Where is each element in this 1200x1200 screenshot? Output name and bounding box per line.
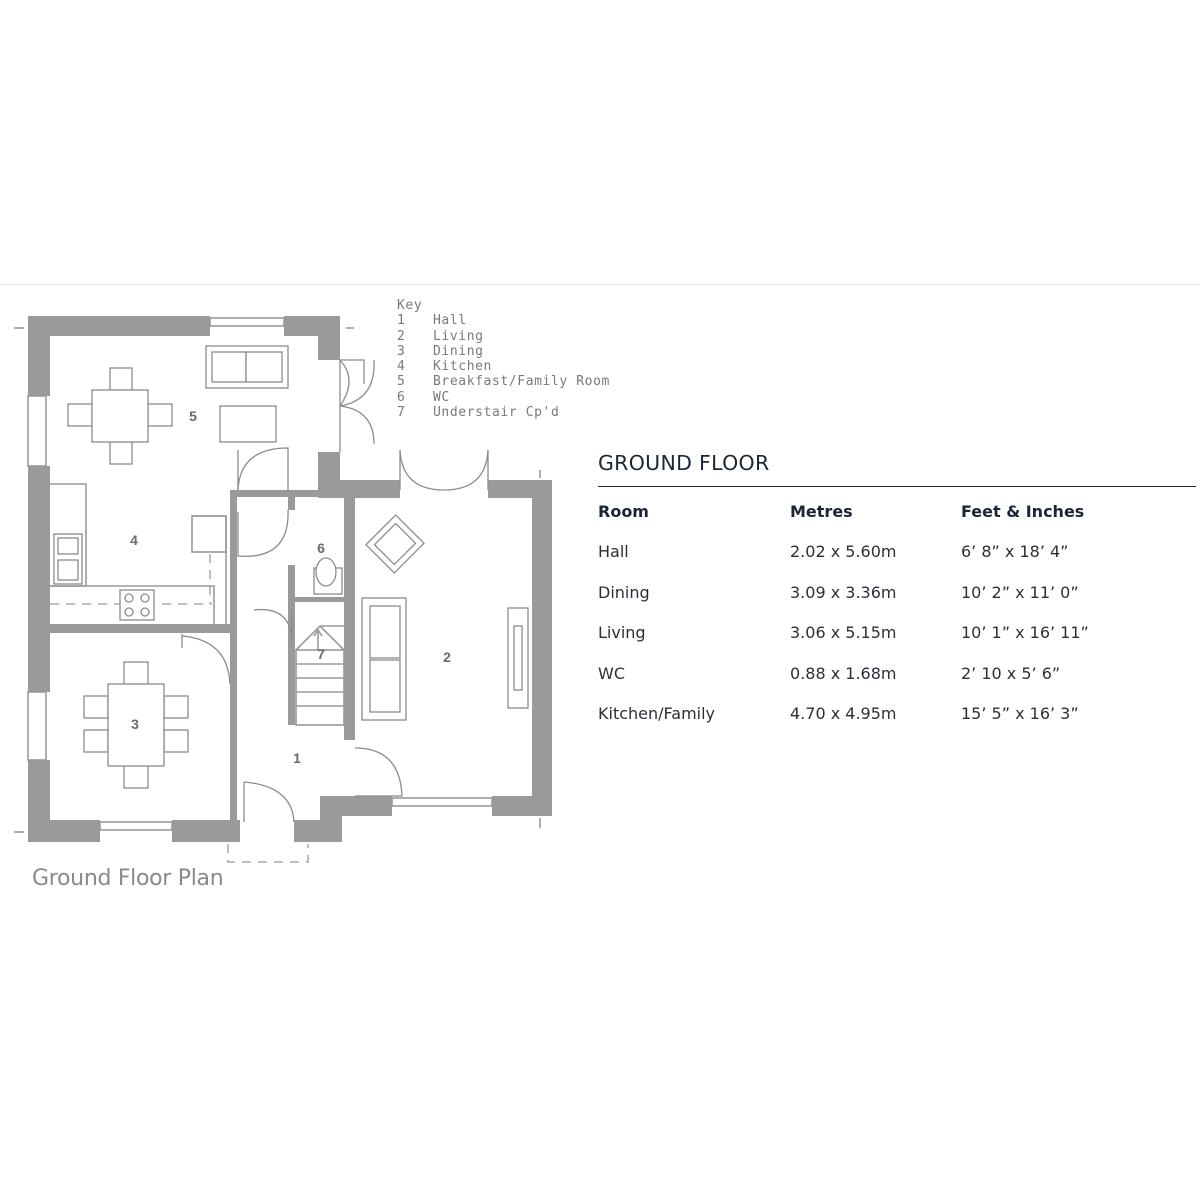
table-row: Hall 2.02 x 5.60m 6’ 8” x 18’ 4” xyxy=(598,542,1196,582)
room-name: Dining xyxy=(598,582,650,602)
stairs xyxy=(295,625,345,726)
room-name: WC xyxy=(598,663,625,683)
room-label-6: 6 xyxy=(317,540,325,556)
room-label-3: 3 xyxy=(131,716,139,732)
room-label-4: 4 xyxy=(130,532,138,548)
room-metres: 0.88 x 1.68m xyxy=(790,663,897,683)
room-name: Kitchen/Family xyxy=(598,703,716,723)
room-label-5: 5 xyxy=(189,408,197,424)
doors xyxy=(181,359,489,863)
walls xyxy=(28,316,552,842)
room-feet: 10’ 1” x 16’ 11” xyxy=(961,623,1089,643)
room-metres: 3.06 x 5.15m xyxy=(790,623,897,643)
floor-title: GROUND FLOOR xyxy=(598,451,770,475)
table-row: Dining 3.09 x 3.36m 10’ 2” x 11’ 0” xyxy=(598,583,1196,623)
room-name: Living xyxy=(598,623,646,643)
room-feet: 10’ 2” x 11’ 0” xyxy=(961,582,1079,602)
table-row: WC 0.88 x 1.68m 2’ 10 x 5’ 6” xyxy=(598,664,1196,704)
room-metres: 2.02 x 5.60m xyxy=(790,542,897,562)
header-feet: Feet & Inches xyxy=(961,502,1085,521)
furniture xyxy=(67,345,529,789)
room-feet: 6’ 8” x 18’ 4” xyxy=(961,542,1069,562)
dimensions-table: Room Metres Feet & Inches Hall 2.02 x 5.… xyxy=(598,502,1196,744)
room-feet: 2’ 10 x 5’ 6” xyxy=(961,663,1061,683)
room-numbers: 1 2 3 4 5 6 7 xyxy=(130,408,451,766)
table-row: Kitchen/Family 4.70 x 4.95m 15’ 5” x 16’… xyxy=(598,704,1196,744)
title-rule xyxy=(598,486,1196,487)
room-label-2: 2 xyxy=(443,649,451,665)
room-name: Hall xyxy=(598,542,629,562)
room-metres: 3.09 x 3.36m xyxy=(790,582,897,602)
plan-caption: Ground Floor Plan xyxy=(32,866,224,891)
table-row: Living 3.06 x 5.15m 10’ 1” x 16’ 11” xyxy=(598,623,1196,663)
room-feet: 15’ 5” x 16’ 3” xyxy=(961,703,1079,723)
room-metres: 4.70 x 4.95m xyxy=(790,703,897,723)
header-room: Room xyxy=(598,502,649,521)
kitchen-units xyxy=(50,483,227,624)
header-metres: Metres xyxy=(790,502,853,521)
table-header: Room Metres Feet & Inches xyxy=(598,502,1196,542)
windows xyxy=(14,317,551,833)
room-label-1: 1 xyxy=(293,750,301,766)
key-heading: Key xyxy=(397,298,423,313)
top-divider xyxy=(0,284,1200,285)
room-label-7: 7 xyxy=(317,646,325,662)
ground-floor-plan: 1 2 3 4 5 6 7 xyxy=(14,316,552,863)
